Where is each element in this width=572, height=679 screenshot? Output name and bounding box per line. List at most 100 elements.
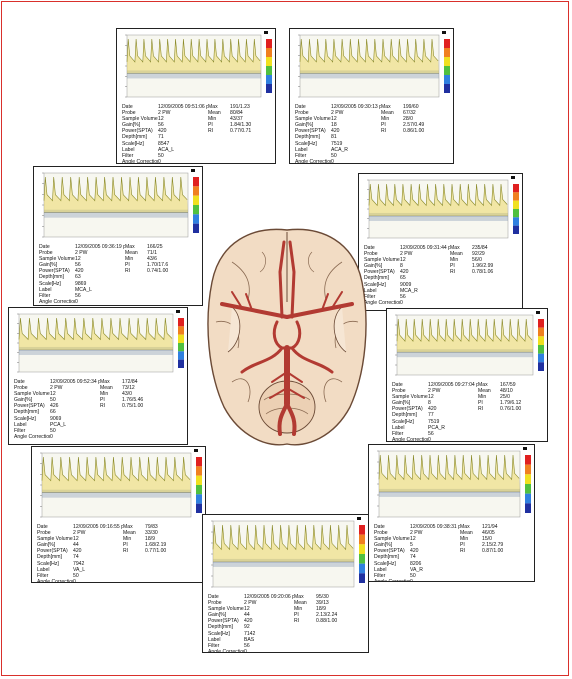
field-label: RI [123, 548, 129, 555]
field-label: Probe [364, 251, 378, 258]
field-label: Power(SPTA) [39, 268, 70, 275]
field-value: 2 PW [75, 250, 88, 257]
field-label: Angle Correction [14, 433, 50, 440]
field-label: RI [381, 128, 387, 135]
field-value: 8206 [410, 560, 422, 567]
field-value: 420 [400, 269, 409, 276]
field-label: Max [450, 245, 460, 251]
field-value: 0 [75, 298, 78, 305]
field-label: Date [208, 594, 219, 600]
field-label: PI [460, 542, 465, 549]
field-value: 2 PW [158, 110, 171, 117]
field-value: VA_L [73, 566, 86, 573]
field-value: 12/09/2005 09:27:04 p.m. [428, 382, 478, 388]
field-value: 43/37 [230, 116, 243, 123]
field-value: 66 [50, 409, 56, 416]
field-value: PCA_R [428, 424, 445, 431]
field-label: PI [381, 122, 386, 129]
field-value: 2 PW [73, 530, 86, 537]
field-value: 2.57/0.49 [403, 122, 425, 129]
field-label: Probe [37, 530, 51, 537]
field-value: 9069 [50, 415, 62, 422]
field-label: Min [125, 256, 134, 263]
field-value: 420 [73, 548, 82, 555]
field-label: Date [39, 244, 50, 250]
field-label: Angle Correction [37, 578, 73, 583]
field-value: 1.70/17.6 [147, 262, 169, 269]
field-value: 12/09/2005 09:16:55 p.m. [73, 524, 123, 530]
field-value: 80/84 [230, 110, 243, 117]
field-value: 7142 [244, 630, 256, 637]
field-label: Scale[Hz] [122, 140, 144, 147]
field-value: 2 PW [331, 110, 344, 117]
field-label: Mean [478, 388, 491, 395]
field-label: Date [122, 104, 133, 110]
field-label: Angle Correction [364, 299, 400, 306]
field-label: Label [208, 636, 221, 643]
field-value: 43/6 [147, 256, 157, 263]
field-value: 44 [73, 542, 79, 549]
field-value: 56 [75, 292, 81, 299]
field-value: 420 [244, 618, 253, 625]
field-label: Depth[mm] [122, 134, 147, 141]
field-value: 0 [50, 433, 53, 440]
field-label: Date [14, 379, 25, 385]
field-label: RI [125, 268, 131, 275]
field-label: Date [37, 524, 48, 530]
field-value: 74 [410, 554, 416, 561]
field-value: 12 [331, 116, 337, 123]
field-value: 77 [428, 412, 434, 419]
field-value: 12 [400, 257, 406, 264]
field-label: Gain[%] [37, 542, 56, 549]
field-label: Depth[mm] [37, 554, 62, 561]
field-label: Label [39, 286, 52, 293]
field-value: 5 [410, 542, 413, 549]
field-value: ACA_R [331, 146, 348, 153]
doppler-spectrum [117, 29, 275, 101]
field-value: 56 [244, 642, 250, 649]
field-label: Filter [122, 152, 134, 159]
field-label: Date [392, 382, 403, 388]
field-label: Filter [14, 427, 26, 434]
field-value: 0 [73, 578, 76, 583]
field-label: Probe [14, 385, 28, 392]
field-value: 2 PW [428, 388, 441, 395]
field-label: Scale[Hz] [208, 630, 230, 637]
field-label: Power(SPTA) [208, 618, 239, 625]
field-label: Probe [374, 530, 388, 537]
field-value: 420 [158, 128, 167, 135]
field-value: 7942 [73, 560, 85, 567]
field-label: PI [208, 122, 213, 129]
field-value: 48/10 [500, 388, 513, 395]
field-value: 56/0 [472, 257, 482, 264]
field-label: Min [381, 116, 390, 123]
field-label: PI [100, 397, 105, 404]
field-label: Depth[mm] [295, 134, 320, 141]
field-value: 18/9 [316, 606, 326, 613]
field-value: 0.78/1.06 [472, 269, 494, 276]
field-value: 12 [410, 536, 416, 543]
field-value: 71/1 [147, 250, 157, 257]
field-value: 95/30 [316, 594, 329, 600]
field-value: 50 [331, 152, 337, 159]
doppler-spectrum [387, 309, 547, 379]
field-label: Depth[mm] [364, 275, 389, 282]
field-label: RI [294, 618, 300, 625]
field-label: Power(SPTA) [364, 269, 395, 276]
doppler-spectrum [34, 167, 202, 241]
field-label: Angle Correction [374, 578, 410, 582]
field-label: Sample Volume [392, 394, 428, 401]
field-label: Filter [39, 292, 51, 299]
field-value: 18 [331, 122, 337, 129]
field-label: Depth[mm] [14, 409, 39, 416]
field-value: ACA_L [158, 146, 175, 153]
field-value: 81 [331, 134, 337, 141]
field-label: Mean [450, 251, 463, 258]
